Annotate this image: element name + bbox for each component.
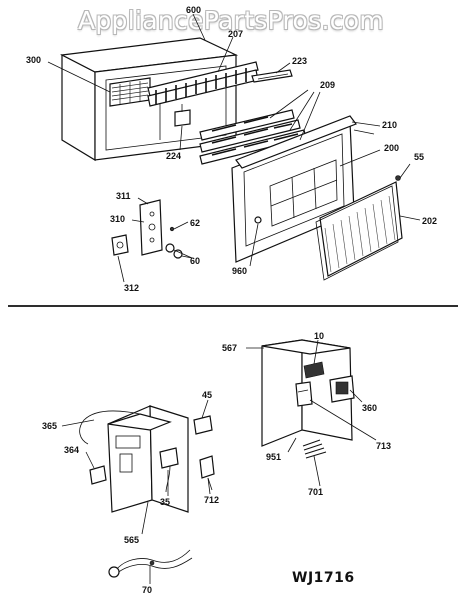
label-713: 713 — [376, 441, 391, 451]
leader-lines — [47, 13, 421, 584]
label-10: 10 — [314, 331, 324, 341]
label-712: 712 — [204, 495, 219, 505]
label-600: 600 — [186, 5, 201, 15]
label-223: 223 — [292, 56, 307, 66]
control-group — [111, 199, 183, 259]
label-202: 202 — [422, 216, 437, 226]
label-55: 55 — [414, 152, 424, 162]
label-62: 62 — [190, 218, 200, 228]
label-210: 210 — [382, 120, 397, 130]
partition-panel — [261, 339, 355, 459]
control-box — [79, 405, 215, 578]
label-60: 60 — [190, 256, 200, 266]
label-312: 312 — [124, 283, 139, 293]
label-365: 365 — [42, 421, 57, 431]
label-70: 70 — [142, 585, 152, 595]
label-35: 35 — [160, 497, 170, 507]
label-200: 200 — [384, 143, 399, 153]
label-960: 960 — [232, 266, 247, 276]
label-209: 209 — [320, 80, 335, 90]
label-224: 224 — [166, 151, 181, 161]
watermark-text: AppliancePartsPros.com — [77, 6, 385, 35]
louver-bar — [147, 61, 259, 127]
label-701: 701 — [308, 487, 323, 497]
label-311: 311 — [116, 191, 131, 201]
drawing-code: WJ1716 — [292, 570, 355, 586]
label-951: 951 — [266, 452, 281, 462]
label-364: 364 — [64, 445, 79, 455]
label-567: 567 — [222, 343, 237, 353]
part-223 — [251, 69, 293, 83]
label-45: 45 — [202, 390, 212, 400]
part-labels: 600 207 300 223 209 224 210 200 55 311 3… — [26, 5, 437, 595]
front-panel — [231, 115, 357, 263]
air-filter — [315, 175, 403, 281]
label-310: 310 — [110, 214, 125, 224]
label-360: 360 — [362, 403, 377, 413]
label-207: 207 — [228, 29, 243, 39]
label-300: 300 — [26, 55, 41, 65]
label-565: 565 — [124, 535, 139, 545]
